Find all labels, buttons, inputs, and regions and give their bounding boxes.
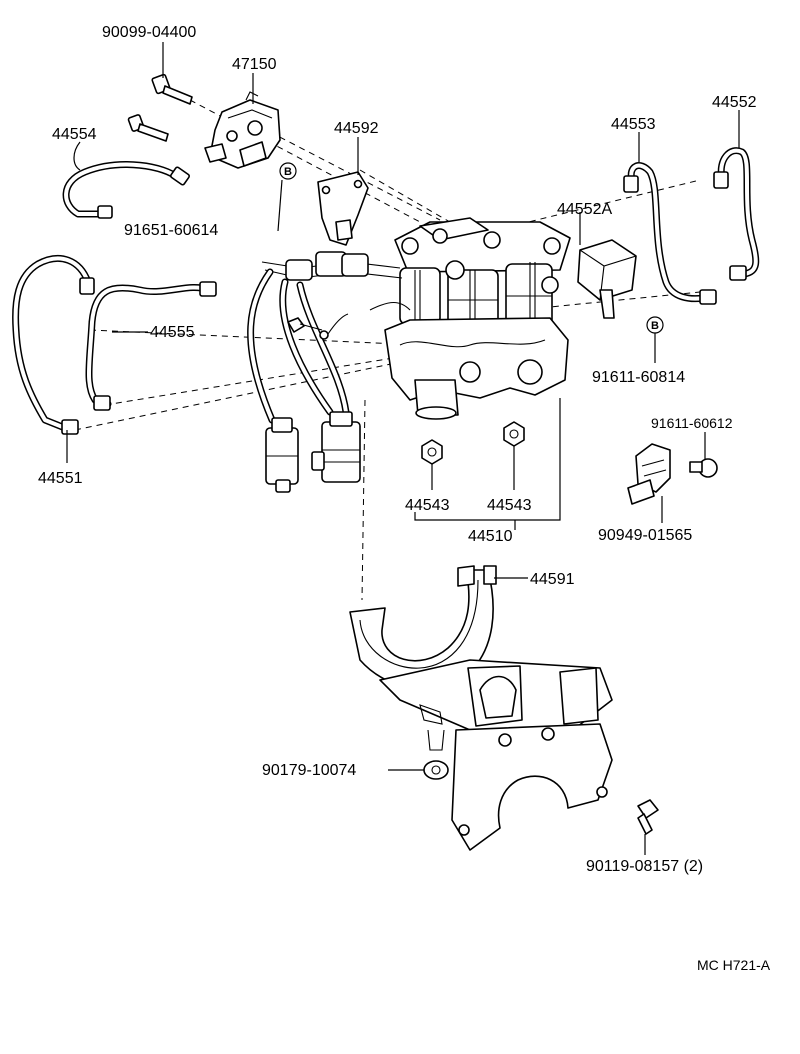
label-bracket-upper: 44592	[334, 120, 379, 137]
nut-44543-left-icon	[421, 439, 443, 465]
bracket-44592-icon	[317, 171, 369, 246]
label-bolt-right: 91611-60612	[651, 415, 733, 431]
tube-44553-icon	[623, 162, 717, 305]
label-nut-right: 44543	[487, 497, 532, 514]
marker-b-right: B	[646, 316, 664, 334]
label-bolt-top: 90099-04400	[102, 24, 196, 41]
label-tube-left-lower: 44555	[150, 324, 195, 341]
leader-lines	[66, 42, 740, 855]
label-clip-right: 90949-01565	[598, 527, 692, 544]
label-nut-lower: 90179-10074	[262, 762, 356, 779]
connector-right-icon	[311, 411, 361, 483]
relay-44552A-icon	[577, 239, 637, 319]
abs-main-unit-icon	[384, 217, 571, 420]
nut-44543-right-icon	[503, 421, 525, 447]
bolt-91611-60612-icon	[689, 458, 718, 478]
marker-b-left-text: B	[284, 166, 292, 178]
mounting-base-icon	[379, 659, 613, 851]
label-bolt-lower: 90119-08157 (2)	[586, 858, 703, 875]
bolt-top-icon	[151, 73, 193, 105]
label-bracket-lower: 44591	[530, 571, 575, 588]
footer-code: MC H721-A	[697, 957, 771, 973]
label-bolt-b-right: 91611-60814	[592, 369, 685, 386]
wiring-harness-icon	[247, 251, 411, 424]
label-tube-left-lowest: 44551	[38, 470, 83, 487]
tube-44554-icon	[62, 161, 191, 219]
label-actuator: 47150	[232, 56, 277, 73]
label-tube-right-outer: 44552	[712, 94, 757, 111]
label-bolt-b-left: 91651-60614	[124, 222, 218, 239]
tube-44552-icon	[713, 147, 760, 281]
tube-44555-icon	[85, 281, 217, 411]
connector-left-icon	[265, 417, 299, 493]
label-tube-left-upper: 44554	[52, 126, 97, 143]
bolt-90119-08157-icon	[637, 799, 659, 835]
actuator-47150-icon	[204, 91, 281, 169]
label-relay: 44552A	[557, 201, 612, 218]
small-bolts-icon	[287, 313, 349, 340]
bolt-small-icon	[127, 114, 169, 142]
clip-90949-01565-icon	[627, 443, 671, 505]
label-tube-right-inner: 44553	[611, 116, 656, 133]
label-assembly: 44510	[468, 528, 513, 545]
tube-44551-icon	[12, 254, 95, 435]
label-nut-left: 44543	[405, 497, 450, 514]
marker-b-left: B	[279, 162, 297, 180]
nut-90179-10074-icon	[423, 729, 449, 780]
part-labels: 90099-04400 47150 44554 44592 91651-6061…	[38, 24, 771, 973]
marker-b-right-text: B	[651, 320, 659, 332]
